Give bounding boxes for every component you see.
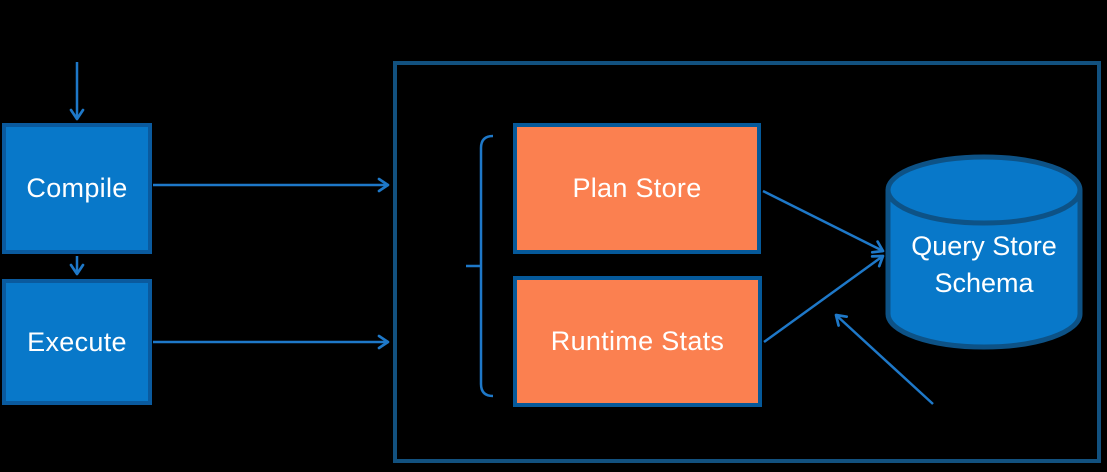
compile-label: Compile bbox=[26, 173, 128, 203]
query-store-container-box bbox=[393, 61, 1101, 463]
plan-store-box: Plan Store bbox=[513, 123, 761, 254]
execute-label: Execute bbox=[27, 326, 127, 357]
query-store-schema-label: Query Store Schema bbox=[911, 231, 1057, 298]
compile-box: Compile bbox=[2, 123, 152, 254]
runtime-stats-box: Runtime Stats bbox=[513, 276, 762, 407]
execute-box: Execute bbox=[2, 279, 152, 405]
runtime-stats-label: Runtime Stats bbox=[550, 326, 725, 356]
plan-store-label: Plan Store bbox=[572, 173, 702, 203]
